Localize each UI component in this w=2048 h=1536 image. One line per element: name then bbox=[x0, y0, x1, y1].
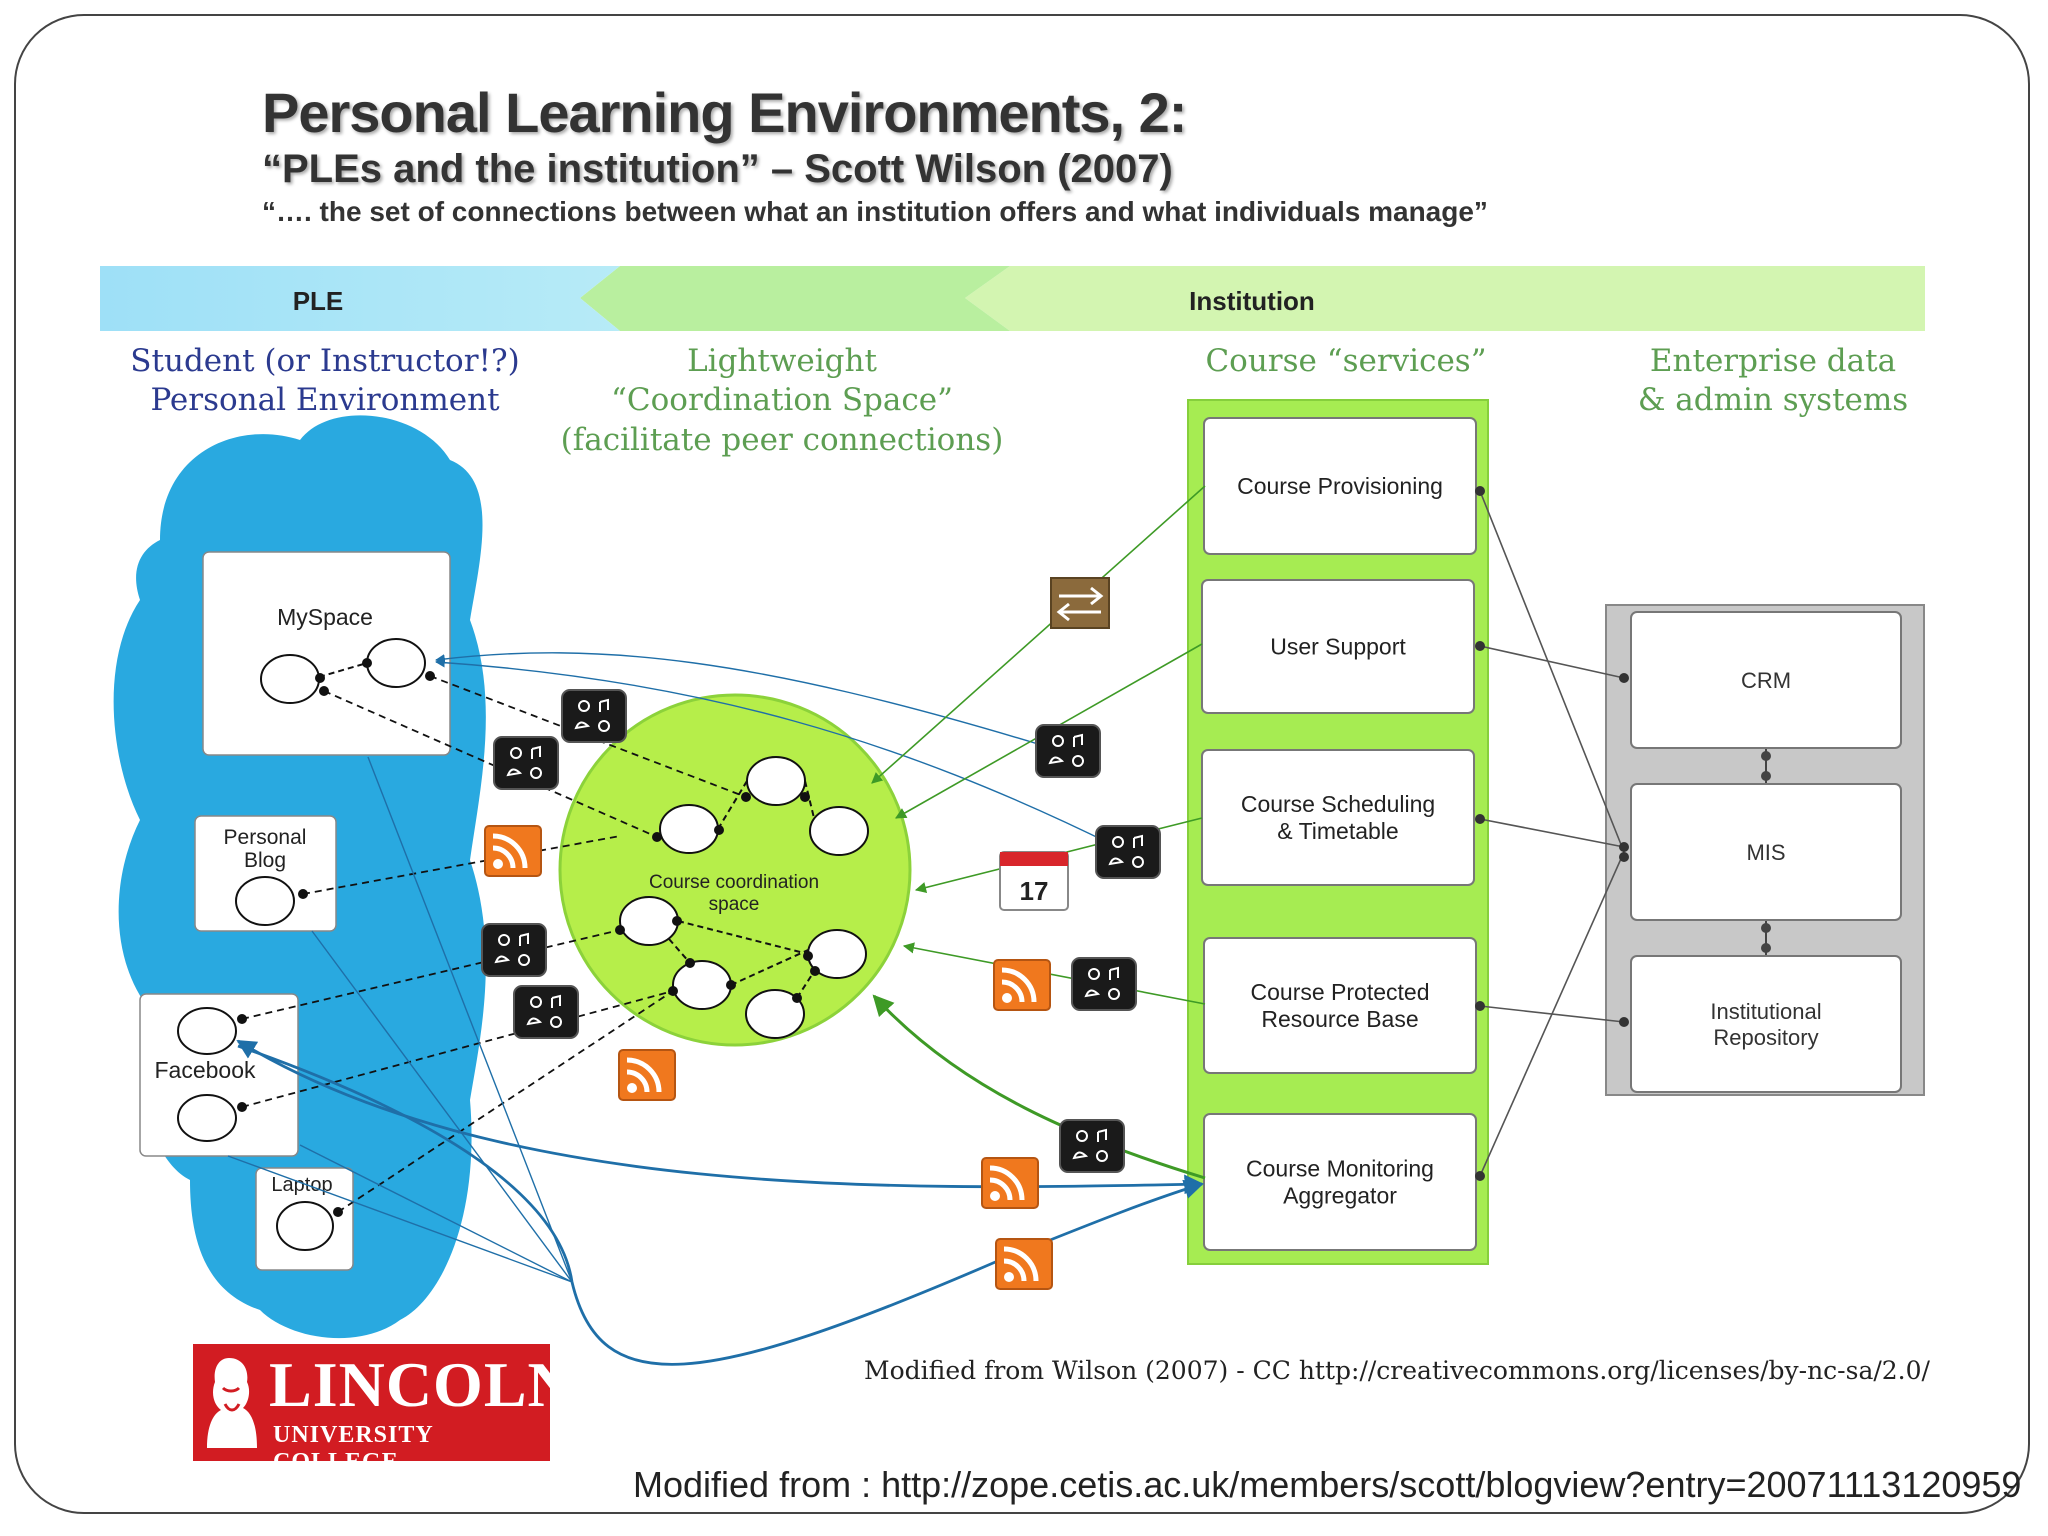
blog-label-2: Blog bbox=[244, 849, 286, 872]
heading-services: Course “services” bbox=[1205, 343, 1486, 379]
facebook-label: Facebook bbox=[154, 1057, 256, 1083]
service-box: Course Provisioning bbox=[1203, 417, 1477, 555]
slide-title: Personal Learning Environments, 2: bbox=[262, 81, 1187, 144]
inner-credit: Modified from Wilson (2007) - CC http://… bbox=[864, 1356, 1931, 1385]
sync-arrows-icon bbox=[1050, 577, 1110, 629]
icon-layer: 17 bbox=[481, 577, 1161, 1290]
contact-badge-icon bbox=[1095, 825, 1161, 879]
aggregator-blue-links bbox=[236, 1039, 1204, 1366]
heading-coord-1: Lightweight bbox=[687, 343, 877, 379]
service-label: Course Protected bbox=[1251, 979, 1430, 1005]
enterprise-label: MIS bbox=[1746, 840, 1785, 865]
heading-enterprise-2: & admin systems bbox=[1638, 382, 1908, 418]
rss-icon bbox=[981, 1157, 1039, 1209]
service-label: Aggregator bbox=[1283, 1183, 1397, 1209]
logo-name: LINCOLN bbox=[269, 1349, 575, 1420]
heading-coord-2: “Coordination Space” bbox=[611, 382, 953, 418]
myspace-node-2 bbox=[366, 638, 426, 688]
facebook-box: Facebook bbox=[139, 993, 299, 1157]
slide-quote: “…. the set of connections between what … bbox=[262, 196, 1488, 227]
service-label: & Timetable bbox=[1277, 818, 1398, 844]
rss-icon bbox=[993, 959, 1051, 1011]
rss-icon bbox=[618, 1049, 676, 1101]
band-middle bbox=[580, 266, 1010, 331]
service-box: Course Scheduling& Timetable bbox=[1201, 749, 1475, 886]
coordination-label-1: Course coordination bbox=[649, 872, 819, 893]
heading-coord-3: (facilitate peer connections) bbox=[561, 422, 1004, 458]
service-label: Course Scheduling bbox=[1241, 791, 1435, 817]
coordination-space: Course coordination space bbox=[558, 693, 912, 1047]
facebook-node-1 bbox=[177, 1007, 237, 1055]
blog-node bbox=[235, 876, 295, 926]
coordination-label-2: space bbox=[709, 894, 760, 915]
contact-badge-icon bbox=[513, 985, 579, 1039]
service-label: Resource Base bbox=[1261, 1006, 1418, 1032]
contact-badge-icon bbox=[561, 689, 627, 743]
service-label: User Support bbox=[1270, 634, 1406, 660]
myspace-node-1 bbox=[260, 654, 320, 704]
slide-frame bbox=[14, 14, 2030, 1514]
contact-badge-icon bbox=[1059, 1119, 1125, 1173]
band-ple-label: PLE bbox=[293, 286, 344, 316]
contact-badge-icon bbox=[1071, 957, 1137, 1011]
calendar-day: 17 bbox=[1020, 876, 1049, 906]
contact-badge-icon bbox=[1035, 724, 1101, 778]
enterprise-box: MIS bbox=[1630, 783, 1902, 921]
band-institution-label: Institution bbox=[1189, 286, 1315, 316]
band-ple bbox=[100, 266, 620, 331]
myspace-label: MySpace bbox=[277, 604, 373, 630]
title-block: Personal Learning Environments, 2: “PLEs… bbox=[262, 80, 1488, 228]
column-headings: Student (or Instructor!?) Personal Envir… bbox=[130, 343, 1908, 458]
lincoln-logo: LINCOLN UNIVERSITY COLLEGE bbox=[193, 1344, 574, 1475]
service-label: Course Provisioning bbox=[1237, 473, 1443, 499]
logo-subtitle: UNIVERSITY COLLEGE bbox=[273, 1422, 433, 1475]
enterprise-label: Institutional bbox=[1710, 999, 1821, 1024]
myspace-box: MySpace bbox=[202, 551, 451, 756]
contact-badge-icon bbox=[493, 736, 559, 790]
lincoln-head-icon bbox=[207, 1358, 257, 1448]
heading-student-1: Student (or Instructor!?) bbox=[130, 343, 519, 379]
band-institution bbox=[965, 266, 1925, 331]
rss-icon bbox=[484, 825, 542, 877]
laptop-label: Laptop bbox=[271, 1174, 332, 1196]
contact-badge-icon bbox=[481, 923, 547, 977]
header-bands: PLE Institution bbox=[100, 266, 1925, 331]
blog-label-1: Personal bbox=[224, 826, 307, 849]
enterprise-box: CRM bbox=[1630, 611, 1902, 749]
rss-icon bbox=[995, 1238, 1053, 1290]
heading-student-2: Personal Environment bbox=[150, 382, 500, 418]
service-label: Course Monitoring bbox=[1246, 1156, 1434, 1182]
enterprise-label: CRM bbox=[1741, 668, 1791, 693]
slide-subtitle: “PLEs and the institution” – Scott Wilso… bbox=[262, 147, 1173, 191]
service-box: User Support bbox=[1201, 579, 1475, 714]
bottom-credit: Modified from : http://zope.cetis.ac.uk/… bbox=[633, 1464, 2022, 1505]
service-enterprise-links bbox=[1479, 490, 1625, 1177]
laptop-node bbox=[276, 1201, 334, 1251]
facebook-node-2 bbox=[177, 1094, 237, 1142]
heading-enterprise-1: Enterprise data bbox=[1650, 343, 1896, 379]
personal-blog-box: Personal Blog bbox=[194, 815, 337, 932]
enterprise-label: Repository bbox=[1713, 1025, 1818, 1050]
calendar-icon: 17 bbox=[999, 851, 1069, 911]
